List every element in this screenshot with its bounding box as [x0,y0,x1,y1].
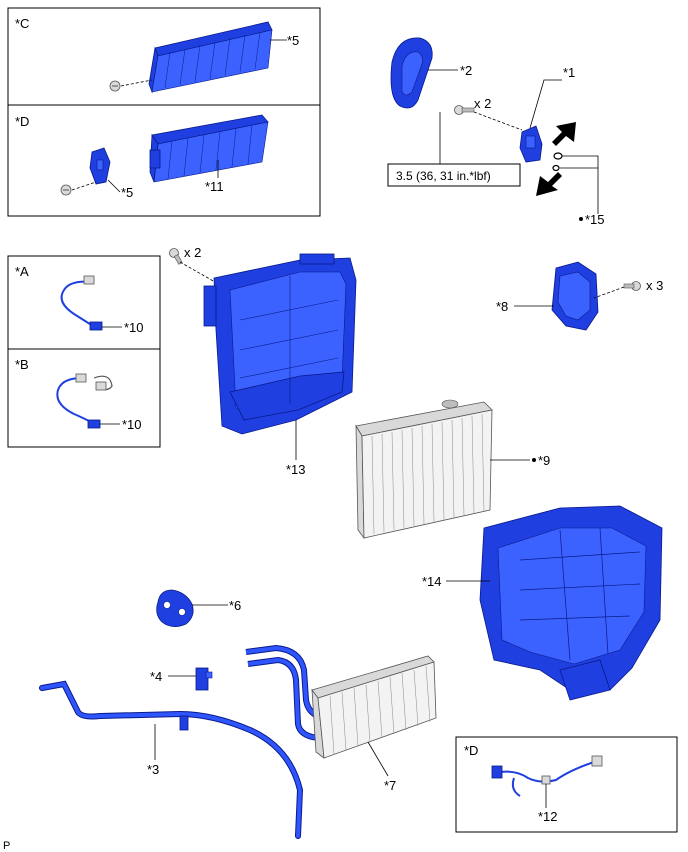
box-label-b: *B [15,357,29,372]
arrow-icon-lower [536,172,562,196]
inset-box-d-bottom [455,736,678,833]
inset-box-d-top [7,104,321,217]
torque-callout: 3.5 (36, 31 in.*lbf) [387,112,521,187]
label-part-9: *9 [538,453,550,468]
part-9-evaporator [355,399,493,540]
box-label-c: *C [15,16,29,31]
part-13-housing [203,253,357,435]
label-part-4: *4 [150,669,162,684]
part-5-filter-c [148,21,273,94]
label-part-11: *11 [205,179,224,194]
label-part-8: *8 [496,299,508,314]
part-11-filter-d [149,114,269,183]
inset-box-a [7,255,161,350]
screw-icon-p8 [623,281,641,291]
part-6-grommet [156,589,194,627]
part-10-wire-a [60,275,103,331]
torque-value: 3.5 (36, 31 in.*lbf) [396,169,491,183]
label-part-15: *15 [585,212,605,227]
qty-screw-p8: x 3 [646,278,663,293]
grease-dot-15 [579,217,583,221]
part-8-actuator [551,261,599,331]
part-14-heater-case [479,505,663,701]
screw-icon-d [60,184,72,196]
label-part-5-d: *5 [121,185,133,200]
part-12-sensor-wire [491,755,603,797]
label-part-12: *12 [538,809,558,824]
part-2-seal [390,37,433,109]
label-part-2: *2 [460,63,472,78]
qty-bolt-top: x 2 [474,96,491,111]
arrow-icon-upper [552,122,576,146]
part-5-bracket-d [89,147,111,185]
box-label-d-bottom: *D [464,743,478,758]
box-label-d-top: *D [15,114,29,129]
label-part-1: *1 [563,65,575,80]
part-7-heater-core [245,644,437,759]
label-part-6: *6 [229,598,241,613]
bolt-icon-top [454,105,475,115]
label-part-3: *3 [147,762,159,777]
label-part-10-b: *10 [122,417,142,432]
part-3-pipe [39,680,304,839]
grease-dot-9 [532,458,536,462]
label-part-10-a: *10 [124,320,144,335]
qty-screw-housing: x 2 [184,245,201,260]
label-part-7: *7 [384,778,396,793]
inset-box-b [7,348,161,448]
label-part-14: *14 [422,574,442,589]
part-1-expansion-valve [519,125,543,163]
label-part-5-c: *5 [287,33,299,48]
corner-mark: P [3,840,10,852]
label-part-13: *13 [286,462,306,477]
part-10-wire-b [56,373,113,429]
part-4-clamp [195,667,213,691]
screw-icon-c [109,80,121,92]
box-label-a: *A [15,264,29,279]
